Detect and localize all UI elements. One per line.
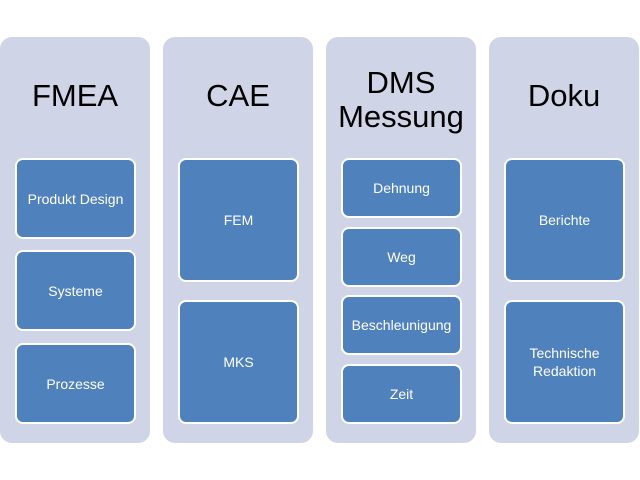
item-prozesse: Prozesse — [15, 343, 136, 424]
column-title-cae: CAE — [206, 78, 270, 113]
column-dms-messung: DMS Messung Dehnung Weg Beschleunigung Z… — [326, 37, 476, 443]
item-zeit: Zeit — [341, 364, 462, 424]
item-dehnung: Dehnung — [341, 158, 462, 218]
item-weg: Weg — [341, 227, 462, 287]
column-fmea: FMEA Produkt Design Systeme Prozesse — [0, 37, 150, 443]
column-title-doku: Doku — [527, 78, 601, 113]
item-produkt-design: Produkt Design — [15, 158, 136, 239]
item-mks: MKS — [178, 300, 299, 424]
column-doku: Doku Berichte Technische Redaktion — [489, 37, 639, 443]
column-title-fmea: FMEA — [31, 78, 119, 113]
column-cae: CAE FEM MKS — [163, 37, 313, 443]
column-title-dms-messung: DMS Messung — [338, 65, 464, 134]
item-berichte: Berichte — [504, 158, 625, 282]
item-systeme: Systeme — [15, 250, 136, 331]
item-technische-redaktion: Technische Redaktion — [504, 300, 625, 424]
item-fem: FEM — [178, 158, 299, 282]
item-beschleunigung: Beschleunigung — [341, 295, 462, 355]
